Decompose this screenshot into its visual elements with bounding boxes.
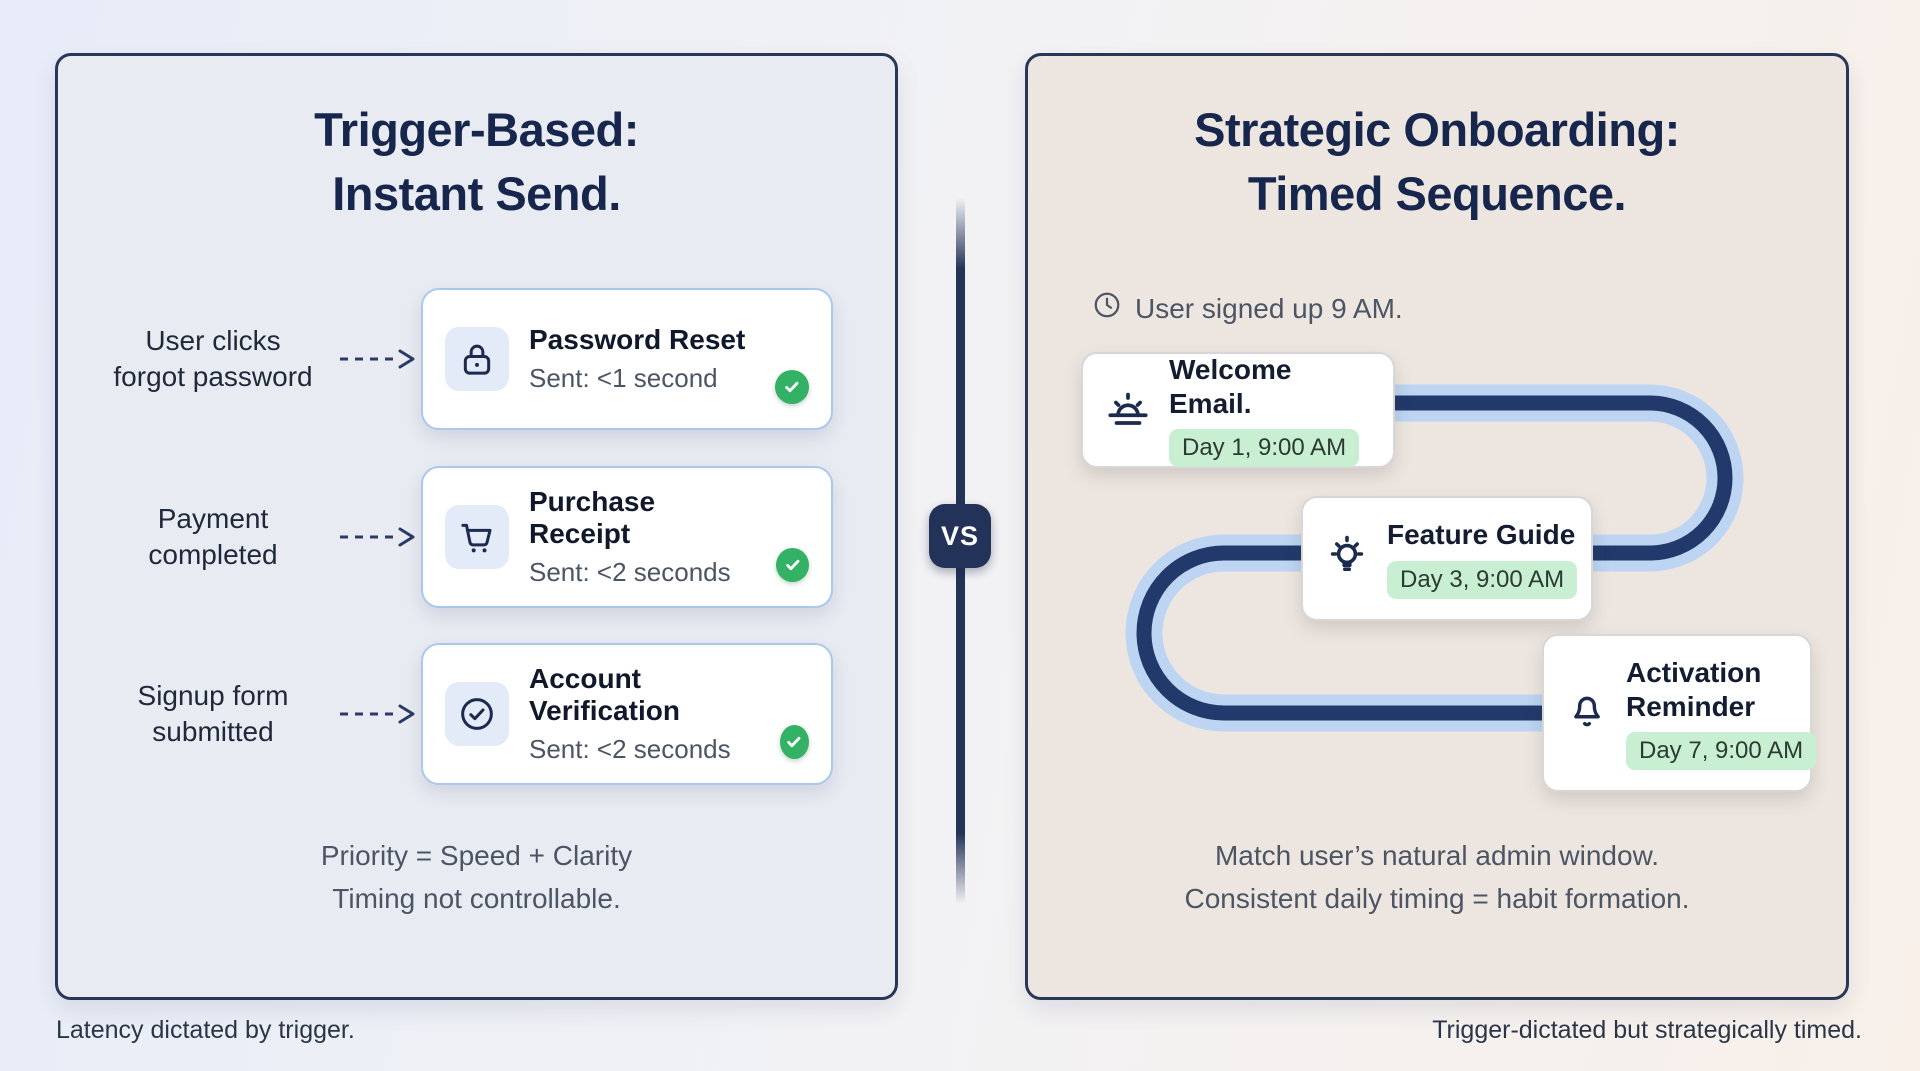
left-footer-line2: Timing not controllable. [332, 883, 621, 915]
dashed-arrow-icon [338, 525, 421, 549]
event-status: Sent: <1 second [529, 363, 718, 393]
trigger-label-line1: Signup form [137, 679, 289, 711]
day-badge: Day 1, 9:00 AM [1169, 429, 1360, 468]
left-title-line1: Trigger-Based: [314, 103, 639, 156]
lightbulb-icon [1323, 532, 1371, 585]
cart-icon [445, 505, 509, 569]
day-badge: Day 3, 9:00 AM [1387, 560, 1578, 599]
event-status: Sent: <2 seconds [529, 734, 731, 764]
left-footer-line1: Priority = Speed + Clarity [320, 840, 633, 871]
trigger-label: Payment completed [88, 501, 338, 574]
trigger-label-line2: forgot password [113, 361, 313, 392]
check-circle-icon [775, 370, 809, 404]
step-title: Feature Guide [1387, 519, 1576, 551]
dashed-arrow-icon [338, 347, 421, 371]
left-panel-footer: Priority = Speed + Clarity Timing not co… [58, 834, 895, 921]
left-panel-title: Trigger-Based: Instant Send. [58, 98, 895, 226]
strategic-onboarding-panel: Strategic Onboarding: Timed Sequence. Us… [1025, 53, 1849, 1000]
step-title: Welcome Email. [1169, 353, 1292, 419]
step-card-activation-reminder: Activation Reminder Day 7, 9:00 AM [1542, 634, 1817, 792]
card-password-reset: Password Reset Sent: <1 second [421, 288, 833, 430]
signup-note: User signed up 9 AM. [1092, 290, 1403, 327]
left-title-line2: Instant Send. [332, 166, 621, 220]
right-panel-footer: Match user’s natural admin window. Consi… [1028, 834, 1846, 921]
check-circle-icon [776, 548, 809, 582]
trigger-based-panel: Trigger-Based: Instant Send. User clicks… [55, 53, 898, 1000]
event-title: Password Reset [529, 324, 746, 355]
sunrise-icon [1103, 383, 1153, 438]
trigger-row-account-verification: Signup form submitted Account Verificati… [58, 643, 895, 785]
trigger-row-purchase-receipt: Payment completed Purchase Receipt Sent:… [58, 466, 895, 608]
trigger-label-line2: submitted [152, 716, 274, 747]
signup-note-text: User signed up 9 AM. [1135, 292, 1403, 324]
lock-icon [445, 327, 509, 391]
vs-badge: VS [929, 504, 991, 568]
check-circle-icon [779, 725, 809, 759]
trigger-label: User clicks forgot password [88, 323, 338, 396]
trigger-label-line2: completed [148, 539, 278, 570]
timeline-path [1125, 384, 1744, 732]
event-title: Purchase Receipt [529, 486, 656, 549]
circle-check-icon [445, 682, 509, 746]
day-badge: Day 7, 9:00 AM [1626, 732, 1817, 771]
trigger-label-line1: User clicks [145, 324, 281, 356]
card-account-verification: Account Verification Sent: <2 seconds [421, 643, 833, 785]
event-status: Sent: <2 seconds [529, 557, 731, 587]
step-title: Activation Reminder [1626, 656, 1762, 722]
right-panel-title: Strategic Onboarding: Timed Sequence. [1028, 98, 1846, 226]
event-title: Account Verification [529, 663, 680, 726]
left-caption: Latency dictated by trigger. [56, 1016, 355, 1044]
trigger-row-password-reset: User clicks forgot password Password Res… [58, 288, 895, 430]
bell-icon [1564, 688, 1610, 739]
trigger-label-line1: Payment [157, 502, 269, 534]
dashed-arrow-icon [338, 702, 421, 726]
right-title-line2: Timed Sequence. [1247, 166, 1627, 220]
clock-icon [1092, 290, 1122, 327]
card-purchase-receipt: Purchase Receipt Sent: <2 seconds [421, 466, 833, 608]
right-caption: Trigger-dictated but strategically timed… [1432, 1016, 1862, 1044]
right-title-line1: Strategic Onboarding: [1194, 103, 1680, 156]
trigger-label: Signup form submitted [88, 678, 338, 751]
right-footer-line2: Consistent daily timing = habit formatio… [1184, 883, 1690, 915]
right-footer-line1: Match user’s natural admin window. [1214, 840, 1660, 871]
step-card-feature-guide: Feature Guide Day 3, 9:00 AM [1301, 496, 1593, 621]
step-card-welcome-email: Welcome Email. Day 1, 9:00 AM [1081, 352, 1395, 468]
